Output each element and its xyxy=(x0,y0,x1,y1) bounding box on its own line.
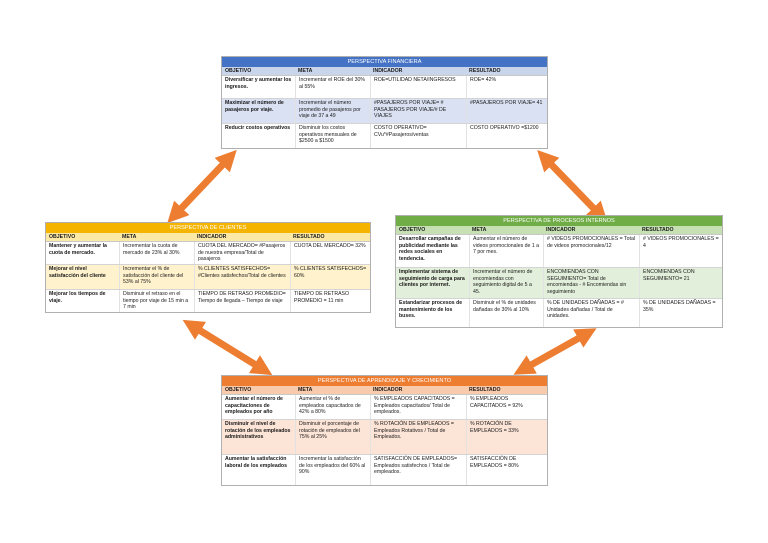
column-header: META xyxy=(298,68,313,74)
table-cell: Reducir costos operativos xyxy=(225,125,291,131)
table-cell: % EMPLEADOS CAPACITADOS = 92% xyxy=(466,395,547,419)
table-cell: # VIDEOS PROMOCIONALES = 4 xyxy=(639,235,722,267)
table-cell: Maximizar el número de pasajeros por via… xyxy=(225,100,284,113)
table-cell: Mejorar los tiempos de viaje. xyxy=(49,291,106,304)
table-cell: Implementar sistema de seguimiento de ca… xyxy=(399,269,465,289)
table-row: Diversificar y aumentar los ingresos.Inc… xyxy=(222,76,547,99)
arrow-clientes-aprendizaje xyxy=(182,319,273,376)
table-row: Maximizar el número de pasajeros por via… xyxy=(222,99,547,124)
table-cell: % CLIENTES SATISFECHOS= 60% xyxy=(290,265,370,289)
panel-title: PERSPECTIVA DE PROCESOS INTERNOS xyxy=(396,216,722,226)
table-body: Diversificar y aumentar los ingresos.Inc… xyxy=(222,76,547,148)
column-header: RESULTADO xyxy=(642,227,674,233)
column-header: RESULTADO xyxy=(469,68,501,74)
panel-title: PERSPECTIVA FINANCIERA xyxy=(222,57,547,67)
table-header: OBJETIVO META INDICADOR RESULTADO xyxy=(222,67,547,76)
table-row: Desarrollar campañas de publicidad media… xyxy=(396,235,722,268)
column-header: OBJETIVO xyxy=(399,227,426,233)
panel-title: PERSPECTIVA DE CLIENTES xyxy=(46,223,370,233)
column-header: META xyxy=(298,387,313,393)
table-cell: Desarrollar campañas de publicidad media… xyxy=(399,236,461,262)
column-header: INDICADOR xyxy=(373,387,403,393)
table-cell: #PASAJEROS POR VIAJE= # PASAJEROS POR VI… xyxy=(370,99,466,123)
table-cell: SATISFACCIÓN DE EMPLEADOS= Empleados sat… xyxy=(370,455,466,485)
table-row: Aumentar la satisfacción laboral de los … xyxy=(222,455,547,485)
column-header: RESULTADO xyxy=(293,234,325,240)
column-header: OBJETIVO xyxy=(225,68,252,74)
table-cell: Mantener y aumentar la cuota de mercado. xyxy=(49,243,107,256)
table-row: Implementar sistema de seguimiento de ca… xyxy=(396,268,722,299)
table-cell: Incrementar el número de encomiendas con… xyxy=(469,268,543,298)
panel-perspectiva-clientes: PERSPECTIVA DE CLIENTES OBJETIVO META INDI… xyxy=(45,222,371,313)
table-row: Estandarizar procesos de mantenimiento d… xyxy=(396,299,722,327)
table-cell: % DE UNIDADES DAÑADAS = # Unidades dañad… xyxy=(543,299,639,327)
table-cell: % DE UNIDADES DAÑADAS = 35% xyxy=(639,299,722,327)
table-cell: Disminuir el nivel de rotación de los em… xyxy=(225,421,291,441)
table-cell: SATISFACCIÓN DE EMPLEADOS = 80% xyxy=(466,455,547,485)
arrow-procesos-aprendizaje xyxy=(513,328,597,375)
column-header: META xyxy=(122,234,137,240)
table-cell: TIEMPO DE RETRASO PROMEDIO= Tiempo de ll… xyxy=(194,290,290,312)
table-cell: % CLIENTES SATISFECHOS= #Clientes satisf… xyxy=(194,265,290,289)
table-cell: Disminuir el porcentaje de rotación de e… xyxy=(295,420,370,454)
table-cell: Incrementar el número promedio de pasaje… xyxy=(295,99,370,123)
table-cell: Disminuir el % de unidades dañadas de 30… xyxy=(469,299,543,327)
table-cell: CUOTA DEL MERCADO= 32% xyxy=(290,242,370,264)
panel-title: PERSPECTIVA DE APRENDIZAJE Y CRECIMIENTO xyxy=(222,376,547,386)
table-cell: % ROTACIÓN DE EMPLEADOS = 33% xyxy=(466,420,547,454)
column-header: RESULTADO xyxy=(469,387,501,393)
table-row: Mantener y aumentar la cuota de mercado.… xyxy=(46,242,370,265)
table-cell: ENCOMIENDAS CON SEGUIMIENTO= Total de en… xyxy=(543,268,639,298)
panel-perspectiva-financiera: PERSPECTIVA FINANCIERA OBJETIVO META INDIC… xyxy=(221,56,548,149)
table-cell: ROE= 42% xyxy=(466,76,547,98)
table-cell: ENCOMIENDAS CON SEGUIMIENTO= 21 xyxy=(639,268,722,298)
panel-perspectiva-aprendizaje: PERSPECTIVA DE APRENDIZAJE Y CRECIMIENTO… xyxy=(221,375,548,486)
table-cell: TIEMPO DE RETRASO PROMEDIO = 11 min xyxy=(290,290,370,312)
table-row: Disminuir el nivel de rotación de los em… xyxy=(222,420,547,455)
column-header: INDICADOR xyxy=(197,234,227,240)
table-cell: Aumentar el número de videos promocional… xyxy=(469,235,543,267)
table-header: OBJETIVO META INDICADOR RESULTADO xyxy=(396,226,722,235)
column-header: INDICADOR xyxy=(373,68,403,74)
table-row: Aumentar el número de capacitaciones de … xyxy=(222,395,547,420)
table-cell: Incrementar la satisfacción de los emple… xyxy=(295,455,370,485)
table-header: OBJETIVO META INDICADOR RESULTADO xyxy=(222,386,547,395)
table-body: Mantener y aumentar la cuota de mercado.… xyxy=(46,242,370,312)
column-header: OBJETIVO xyxy=(49,234,76,240)
table-header: OBJETIVO META INDICADOR RESULTADO xyxy=(46,233,370,242)
table-cell: COSTO OPERATIVO =$1200 xyxy=(466,124,547,148)
table-row: Mejorar los tiempos de viaje. Disminuir e… xyxy=(46,290,370,312)
table-cell: Incrementar el % de satisfacción del cli… xyxy=(119,265,194,289)
table-body: Desarrollar campañas de publicidad media… xyxy=(396,235,722,327)
arrow-financiera-procesos xyxy=(537,149,608,224)
table-cell: ROE=UTILIDAD NETA/INGRESOS xyxy=(370,76,466,98)
table-cell: Incrementar el ROE del 30% al 55% xyxy=(295,76,370,98)
column-header: META xyxy=(472,227,487,233)
table-cell: Incrementar la cuota de mercado de 23% a… xyxy=(119,242,194,264)
table-body: Aumentar el número de capacitaciones de … xyxy=(222,395,547,485)
table-cell: % ROTACIÓN DE EMPLEADOS = Empleados Rota… xyxy=(370,420,466,454)
table-cell: Disminuir los costos operativos mensuale… xyxy=(295,124,370,148)
table-cell: COSTO OPERATIVO= CVu*#Pasajeros/ventas xyxy=(370,124,466,148)
table-cell: Diversificar y aumentar los ingresos. xyxy=(225,77,292,90)
table-cell: Estandarizar procesos de mantenimiento d… xyxy=(399,300,463,320)
table-cell: Disminuir el retraso en el tiempo por vi… xyxy=(119,290,194,312)
table-cell: CUOTA DEL MERCADO= #Pasajeros de nuestra… xyxy=(194,242,290,264)
arrow-financiera-clientes xyxy=(167,149,237,224)
table-row: Reducir costos operativos Disminuir los c… xyxy=(222,124,547,148)
table-cell: Aumentar la satisfacción laboral de los … xyxy=(225,456,287,469)
table-cell: % EMPLEADOS CAPACITADOS = Empleados capa… xyxy=(370,395,466,419)
panel-perspectiva-procesos: PERSPECTIVA DE PROCESOS INTERNOS OBJETIV… xyxy=(395,215,723,328)
column-header: INDICADOR xyxy=(546,227,576,233)
table-cell: # VIDEOS PROMOCIONALES = Total de videos… xyxy=(543,235,639,267)
column-header: OBJETIVO xyxy=(225,387,252,393)
table-cell: Mejorar el nivel satisfacción del client… xyxy=(49,266,106,279)
table-cell: #PASAJEROS POR VIAJE= 41 xyxy=(466,99,547,123)
table-cell: Aumentar el % de empleados capacitados d… xyxy=(295,395,370,419)
table-cell: Aumentar el número de capacitaciones de … xyxy=(225,396,283,416)
table-row: Mejorar el nivel satisfacción del client… xyxy=(46,265,370,290)
